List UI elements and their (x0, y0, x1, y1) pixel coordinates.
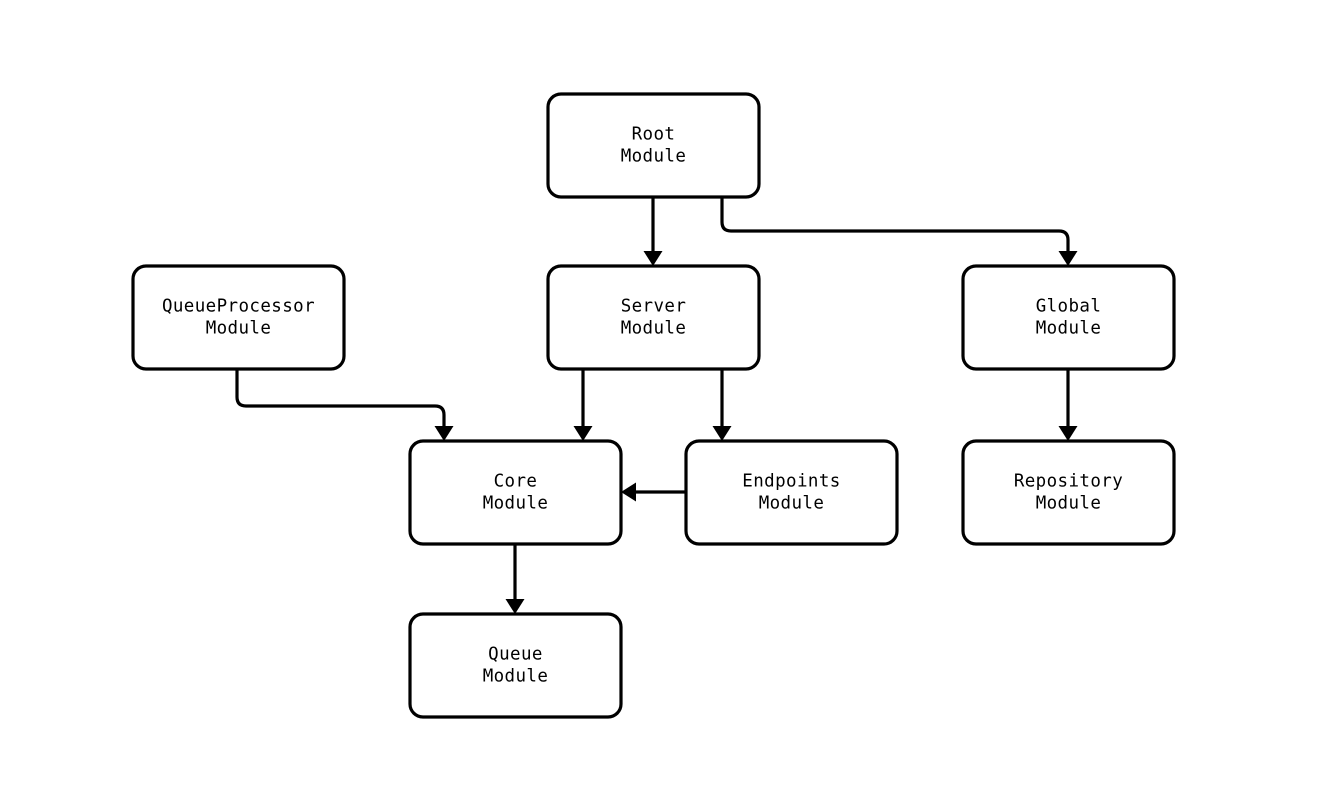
edge-global-to-repository (1058, 369, 1078, 441)
edge-line (235, 369, 446, 427)
node-box[interactable] (546, 264, 761, 371)
edge-server-to-endpoints (712, 369, 732, 441)
node-label-line1: Repository (1014, 472, 1123, 492)
arrowhead-icon (434, 426, 454, 441)
arrowhead-icon (1058, 251, 1078, 266)
node-box[interactable] (684, 439, 899, 546)
arrowhead-icon (505, 599, 525, 614)
node-label-line1: Global (1036, 297, 1102, 317)
node-label-line2: Module (1036, 494, 1102, 514)
node-label-line1: Root (632, 125, 676, 145)
edge-root-to-server (643, 197, 663, 266)
node-box[interactable] (408, 612, 623, 719)
edge-line (720, 197, 1070, 252)
edge-queueprocessor-to-core (235, 369, 454, 441)
node-label-line1: Queue (488, 645, 543, 665)
node-label-line1: Endpoints (742, 472, 840, 492)
arrowhead-icon (621, 482, 636, 502)
node-box[interactable] (961, 439, 1176, 546)
arrowhead-icon (643, 251, 663, 266)
node-label-line2: Module (759, 494, 825, 514)
arrowhead-icon (573, 426, 593, 441)
arrowhead-icon (712, 426, 732, 441)
node-label-line1: Core (494, 472, 538, 492)
arrowhead-icon (1058, 426, 1078, 441)
edges-layer (235, 197, 1078, 614)
node-box[interactable] (408, 439, 623, 546)
edge-endpoints-to-core (621, 482, 686, 502)
node-label-line2: Module (1036, 319, 1102, 339)
node-label-line2: Module (206, 319, 272, 339)
node-box[interactable] (131, 264, 346, 371)
nodes-layer: RootModuleQueueProcessorModuleServerModu… (131, 92, 1176, 719)
node-label-line2: Module (483, 667, 549, 687)
node-label-line1: QueueProcessor (162, 297, 315, 317)
node-label-line2: Module (483, 494, 549, 514)
node-label-line1: Server (621, 297, 687, 317)
edge-root-to-global (720, 197, 1078, 266)
edge-core-to-queue (505, 544, 525, 614)
node-box[interactable] (546, 92, 761, 199)
node-box[interactable] (961, 264, 1176, 371)
node-label-line2: Module (621, 147, 687, 167)
edge-server-to-core (573, 369, 593, 441)
node-label-line2: Module (621, 319, 687, 339)
